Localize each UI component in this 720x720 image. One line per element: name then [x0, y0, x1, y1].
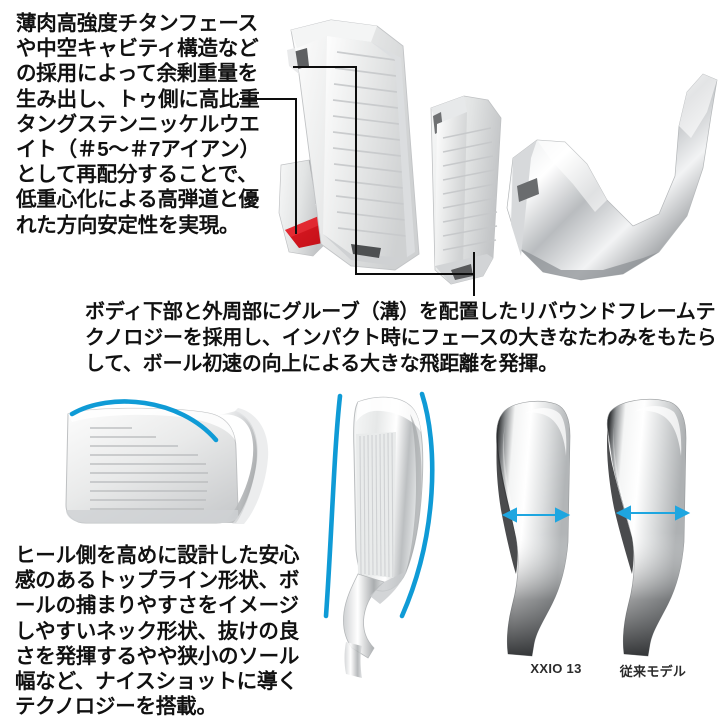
leader-line-frame-top	[293, 66, 357, 68]
sole-view-conventional	[606, 398, 691, 657]
exploded-iron-svg	[278, 19, 718, 285]
exploded-iron-figure	[255, 8, 720, 298]
leader-line-weight-horizontal	[239, 98, 297, 100]
sole-comparison-svg	[496, 398, 691, 657]
iron-face-view-figure	[30, 392, 320, 542]
iron-profile-view-figure	[322, 390, 480, 680]
sole-width-arrow-xxio13	[501, 507, 571, 523]
topline-accent-curve	[69, 399, 219, 443]
titanium-face-plate	[287, 19, 420, 271]
inner-frame-plate	[430, 95, 502, 285]
caption-conventional-model: 従来モデル	[619, 664, 687, 679]
profile-accent-curve-left	[323, 393, 343, 619]
paragraph-hollow-cavity-tungsten: 薄肉高強度チタンフェースや中空キャビティ構造などの採用によって余剰重量を生み出し…	[16, 12, 260, 237]
caption-xxio13: XXIO 13	[530, 661, 582, 676]
leader-line-frame-down	[473, 252, 475, 296]
iron-profile-view-svg	[323, 391, 435, 678]
paragraph-rebound-frame-technology: ボディ下部と外周部にグルーブ（溝）を配置したリバウンドフレームテクノロジーを採用…	[85, 301, 717, 375]
sole-width-comparison-figure	[482, 392, 720, 658]
sole-width-arrow-conventional	[615, 505, 691, 521]
paragraph-topline-neck-sole: ヒール側を高めに設計した安心感のあるトップライン形状、ボールの捕まりやすさをイメ…	[15, 544, 300, 719]
leader-line-weight-vertical	[295, 98, 297, 234]
profile-accent-curve-right	[399, 391, 435, 619]
iron-face-view-svg	[65, 399, 269, 524]
leader-line-frame-vertical	[355, 66, 357, 275]
chrome-back-body	[506, 73, 718, 281]
leader-line-frame-bottom	[355, 273, 475, 275]
sole-view-xxio13	[496, 401, 571, 657]
